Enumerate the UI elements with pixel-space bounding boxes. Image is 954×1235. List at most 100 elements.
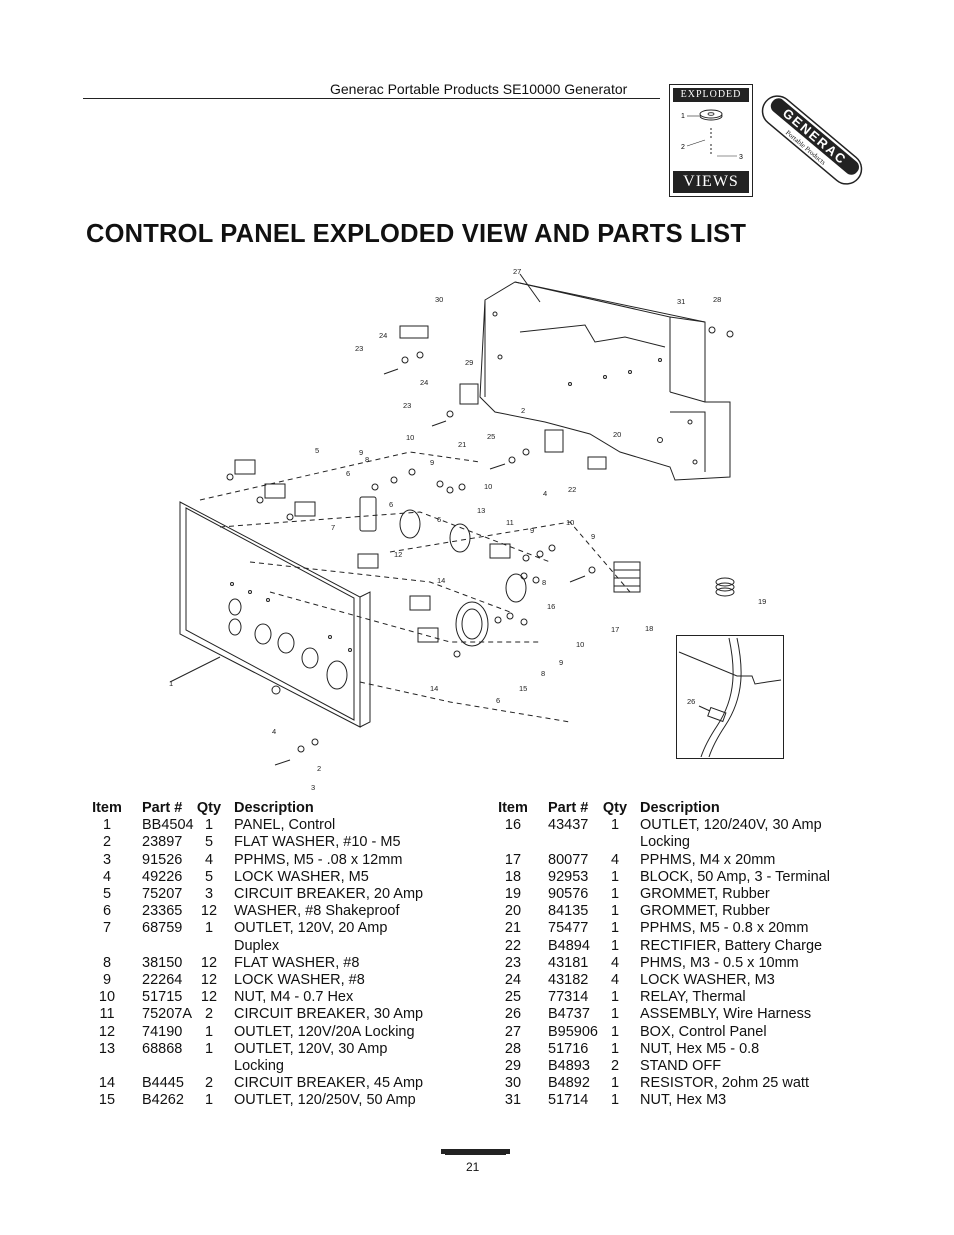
part-quantity: [600, 834, 630, 851]
generac-logo: GENERAC Portable Products: [761, 95, 863, 185]
part-number: 51716: [548, 1040, 589, 1057]
part-description: PPHMS, M5 - 0.8 x 20mm: [640, 920, 809, 937]
callout-31: 31: [677, 297, 685, 306]
part-quantity: 1: [610, 1006, 620, 1023]
part-number: [124, 1058, 194, 1075]
part-number: B4892: [548, 1075, 590, 1092]
callout-24b: 24: [420, 378, 428, 387]
part-quantity: 1: [610, 903, 620, 920]
callout-9a: 9: [359, 448, 363, 457]
callout-15: 15: [519, 684, 527, 693]
part-number: 80077: [548, 851, 589, 868]
exploded-logo-bottom: VIEWS: [673, 171, 749, 193]
callout-17: 17: [611, 625, 619, 634]
part-description: FLAT WASHER, #8: [234, 954, 360, 971]
part-description: LOCK WASHER, M5: [234, 868, 369, 885]
part-number: 43181: [548, 954, 589, 971]
part-description: WASHER, #8 Shakeproof: [234, 903, 400, 920]
part-description: BLOCK, 50 Amp, 3 - Terminal: [640, 868, 830, 885]
part-quantity: 12: [200, 972, 218, 989]
part-item-number: [496, 834, 530, 851]
col-item: Item: [92, 800, 122, 816]
callout-28: 28: [713, 295, 721, 304]
part-description: CIRCUIT BREAKER, 30 Amp: [234, 1006, 424, 1023]
part-item-number: 26: [504, 1006, 522, 1023]
part-description: OUTLET, 120/250V, 50 Amp: [234, 1092, 416, 1109]
callout-9e: 9: [559, 658, 563, 667]
part-item-number: 30: [504, 1075, 522, 1092]
callout-9c: 9: [530, 526, 534, 535]
part-item-number: 24: [504, 972, 522, 989]
part-description: ASSEMBLY, Wire Harness: [640, 1006, 812, 1023]
part-number: 74190: [142, 1023, 183, 1040]
part-number: B95906: [548, 1023, 598, 1040]
part-number: 68759: [142, 920, 183, 937]
part-number: 23897: [142, 834, 183, 851]
part-number: 91526: [142, 851, 183, 868]
callout-10a: 10: [406, 433, 414, 442]
part-description: PANEL, Control: [234, 817, 336, 834]
part-item-number: 12: [98, 1023, 116, 1040]
callout-8a: 8: [365, 455, 369, 464]
part-description: OUTLET, 120V, 30 Amp: [234, 1040, 388, 1057]
control-panel-exploded-diagram: 27 30 31 28 24 23 29 24 23 25 2 20 21 4 …: [169, 267, 766, 792]
callout-2b: 2: [317, 764, 321, 773]
exploded-logo-label-3: 3: [739, 154, 743, 161]
callout-8b: 8: [542, 578, 546, 587]
part-description: LOCK WASHER, M3: [640, 972, 775, 989]
part-item-number: 7: [102, 920, 112, 937]
part-description: PPHMS, M4 x 20mm: [640, 851, 776, 868]
part-description: GROMMET, Rubber: [640, 886, 770, 903]
col-description: Description: [640, 800, 720, 816]
callout-11: 11: [506, 518, 514, 527]
part-number: BB4504: [142, 817, 194, 834]
exploded-logo-top: EXPLODED: [673, 88, 749, 102]
part-description: CIRCUIT BREAKER, 20 Amp: [234, 886, 424, 903]
part-description: LOCK WASHER, #8: [234, 972, 365, 989]
callout-10c: 10: [566, 518, 574, 527]
callout-24a: 24: [379, 331, 387, 340]
part-item-number: 14: [98, 1075, 116, 1092]
part-description: PHMS, M3 - 0.5 x 10mm: [640, 954, 799, 971]
page-number: 21: [466, 1160, 480, 1174]
part-item-number: [90, 938, 124, 955]
callout-16: 16: [547, 602, 555, 611]
callout-23b: 23: [403, 401, 411, 410]
part-quantity: 4: [610, 954, 620, 971]
part-number: 23365: [142, 903, 183, 920]
col-part: Part #: [142, 800, 183, 816]
part-quantity: 1: [204, 817, 214, 834]
part-quantity: 1: [610, 1092, 620, 1109]
part-quantity: 12: [200, 903, 218, 920]
part-quantity: 4: [610, 851, 620, 868]
part-item-number: 19: [504, 886, 522, 903]
callout-10d: 10: [576, 640, 584, 649]
part-description: NUT, M4 - 0.7 Hex: [234, 989, 354, 1006]
callout-30: 30: [435, 295, 443, 304]
part-quantity: 1: [204, 1040, 214, 1057]
part-description: OUTLET, 120/240V, 30 Amp: [640, 817, 822, 834]
part-number: 49226: [142, 868, 183, 885]
part-item-number: 16: [504, 817, 522, 834]
part-number: B4737: [548, 1006, 590, 1023]
col-qty: Qty: [602, 800, 628, 816]
part-item-number: 31: [504, 1092, 522, 1109]
part-number: 75477: [548, 920, 589, 937]
part-description: PPHMS, M5 - .08 x 12mm: [234, 851, 403, 868]
